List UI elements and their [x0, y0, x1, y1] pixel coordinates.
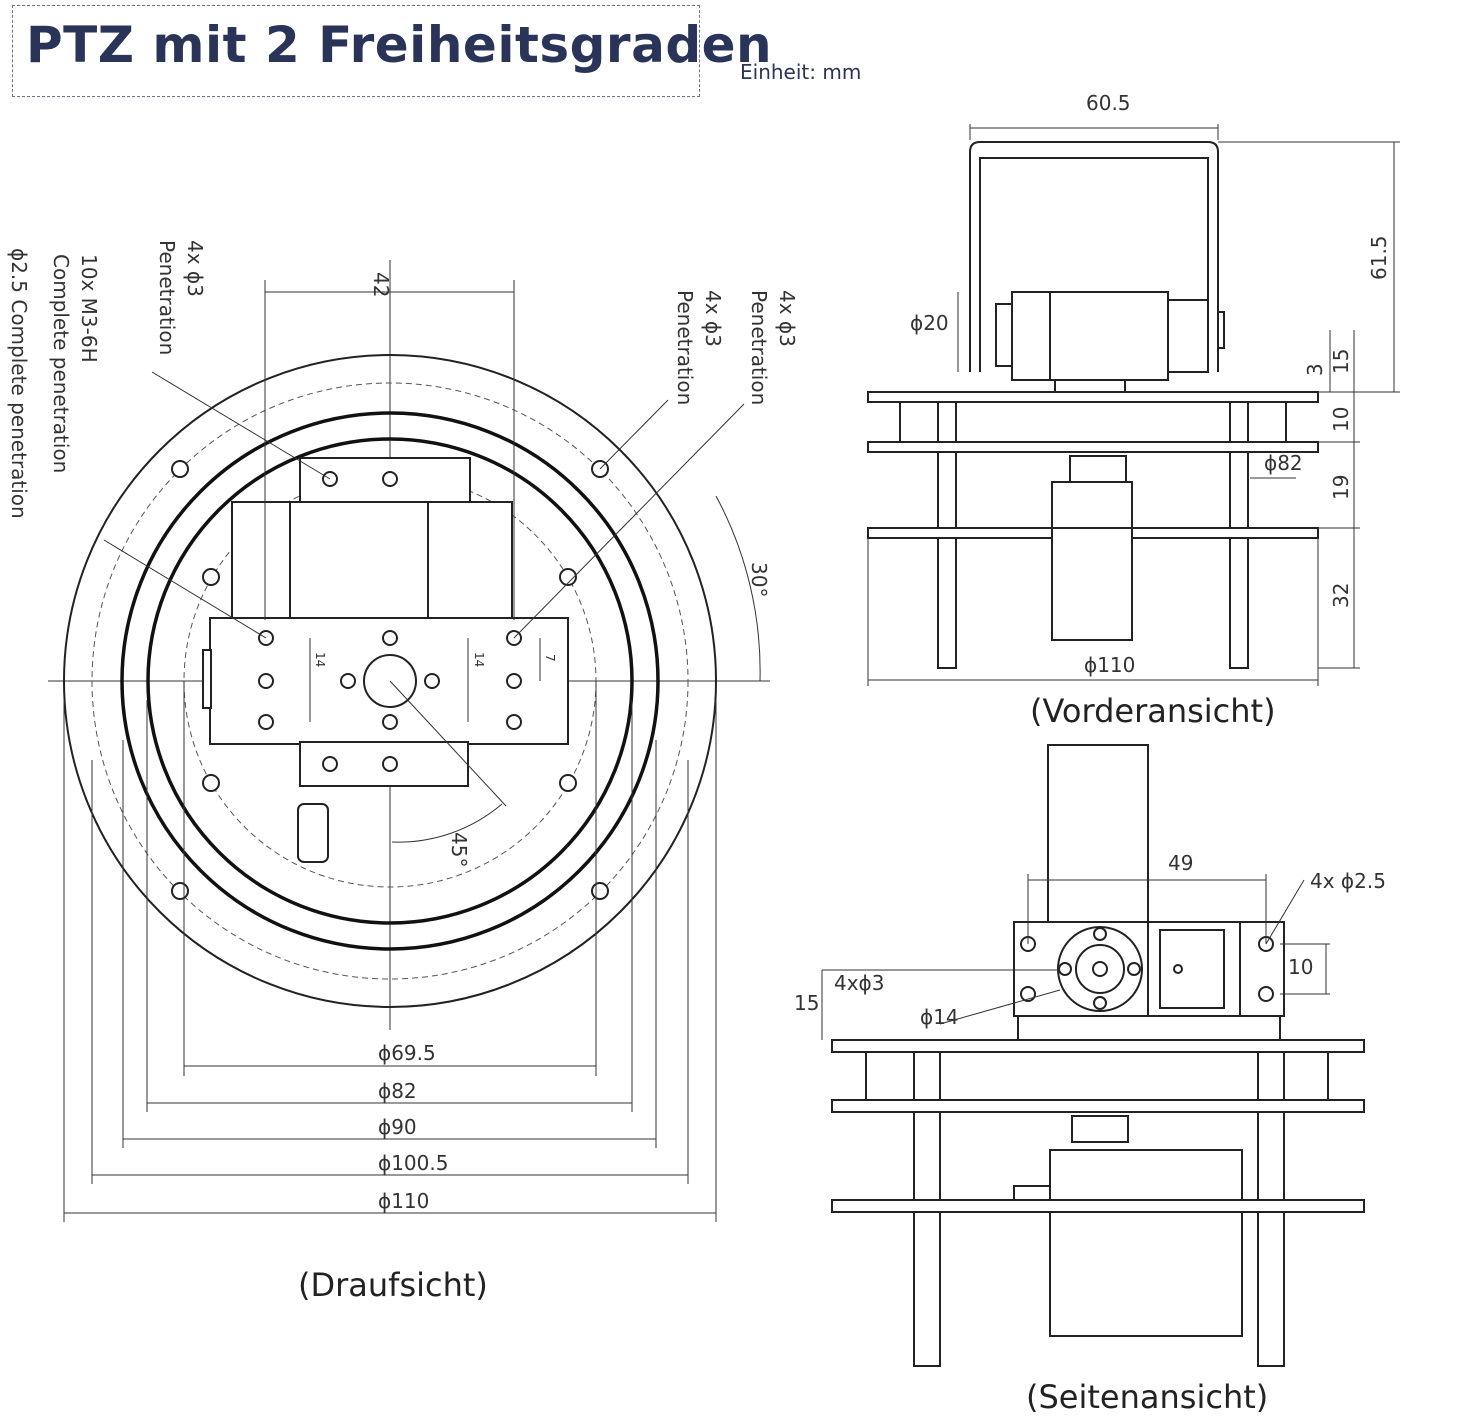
dim-front-d110: ϕ110: [1084, 653, 1135, 677]
dim-side-49: 49: [1168, 851, 1193, 875]
side-plate-middle: [831, 1099, 1365, 1113]
dim-14-right: 14: [472, 652, 486, 667]
dim-front-d20: ϕ20: [910, 311, 949, 335]
dim-d82: ϕ82: [378, 1079, 417, 1103]
plate-middle: [867, 441, 1319, 453]
dim-side-holes3: 4xϕ3: [834, 971, 884, 995]
plate-top: [867, 391, 1319, 403]
caption-side-view: (Seitenansicht): [1026, 1378, 1268, 1416]
dim-front-d82: ϕ82: [1264, 451, 1303, 475]
label-holes-3-left: 4x ϕ3: [183, 240, 207, 297]
dim-front-10: 10: [1329, 407, 1353, 432]
outer-ring-110: [63, 354, 717, 1008]
dim-front-60: 60.5: [1086, 91, 1131, 115]
dim-42: 42: [369, 272, 393, 297]
bracket: [969, 141, 1219, 372]
label-holes-3-right-sub: Penetration: [747, 290, 771, 405]
dim-front-19: 19: [1329, 475, 1353, 500]
dim-side-d14: ϕ14: [920, 1005, 959, 1029]
dim-front-3: 3: [1303, 363, 1327, 376]
ring-82: [146, 437, 634, 925]
side-plate-top: [831, 1039, 1365, 1053]
side-view: 49 4x ϕ2.5 10 15 4xϕ3 ϕ14 (Seitenansicht…: [794, 744, 1386, 1416]
side-plate-bottom: [831, 1199, 1365, 1213]
servo-front: [1011, 291, 1169, 381]
dim-angle-30: 30°: [747, 562, 771, 597]
label-holes-25: ϕ2.5 Complete penetration: [7, 248, 31, 519]
dim-front-15: 15: [1329, 349, 1353, 374]
servo-bottom-side: [1049, 1211, 1243, 1337]
top-view: 42 30° 45° 14 14 7 ϕ69.5 ϕ82 ϕ90 ϕ100.5 …: [7, 240, 799, 1304]
label-holes-3-mid-sub: Penetration: [673, 290, 697, 405]
title-box: [12, 5, 700, 97]
dim-7: 7: [543, 654, 557, 662]
dim-side-10: 10: [1288, 955, 1313, 979]
unit-label: Einheit: mm: [740, 60, 862, 84]
label-holes-3-right: 4x ϕ3: [775, 290, 799, 347]
page-title: PTZ mit 2 Freiheitsgraden: [26, 16, 773, 74]
bolt-circle-100: [91, 382, 689, 980]
dim-d69: ϕ69.5: [378, 1041, 436, 1065]
servo-top: [202, 457, 569, 863]
label-holes-3-mid: 4x ϕ3: [701, 290, 725, 347]
bracket-side: [1047, 744, 1149, 936]
caption-top-view: (Draufsicht): [298, 1266, 488, 1304]
dim-front-61: 61.5: [1367, 235, 1391, 280]
inner-holes: [202, 568, 577, 792]
label-holes-m3: 10x M3-6H: [77, 254, 101, 363]
dim-side-holes: 4x ϕ2.5: [1310, 869, 1386, 893]
dim-d110: ϕ110: [378, 1189, 429, 1213]
dim-side-15: 15: [794, 991, 819, 1015]
dim-front-32: 32: [1329, 583, 1353, 608]
label-holes-3-left-sub: Penetration: [155, 240, 179, 355]
caption-front-view: (Vorderansicht): [1030, 692, 1276, 730]
label-holes-m3-sub: Complete penetration: [49, 254, 73, 473]
front-view: 60.5 61.5 ϕ20 3 15 10 ϕ82 19 32 ϕ110 (Vo…: [867, 91, 1400, 730]
ring-90: [120, 411, 660, 951]
dim-d100: ϕ100.5: [378, 1151, 448, 1175]
dim-14-left: 14: [313, 652, 327, 667]
dim-angle-45: 45°: [447, 832, 471, 867]
dim-d90: ϕ90: [378, 1115, 417, 1139]
servo-bottom-front: [1051, 481, 1133, 641]
